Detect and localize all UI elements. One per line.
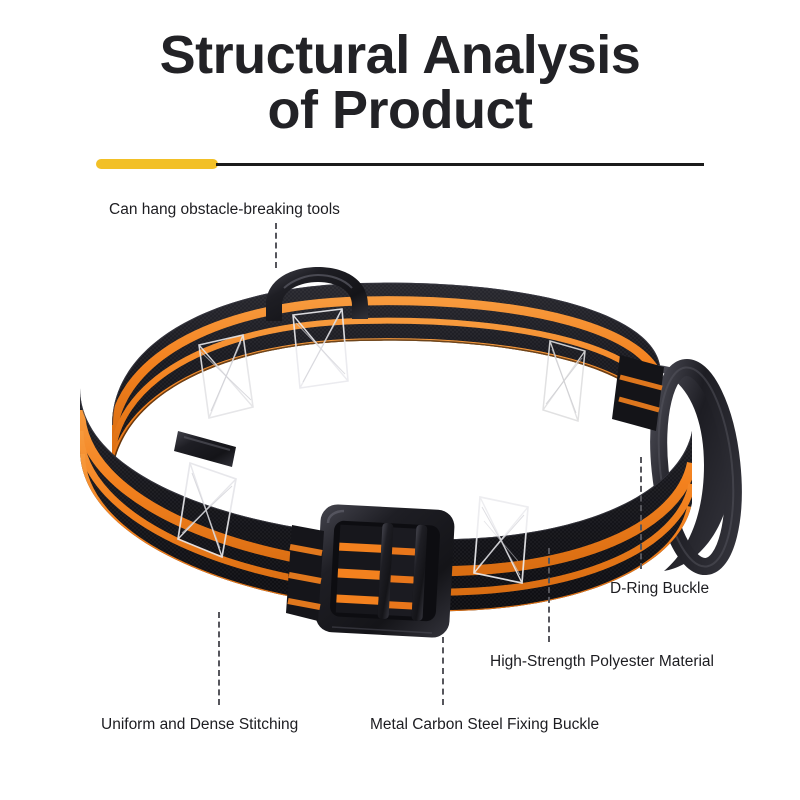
stitch-box-upper-mid xyxy=(292,308,349,389)
page-title: Structural Analysis of Product xyxy=(159,25,641,141)
slider-keeper xyxy=(174,431,236,467)
leader-line-polyester xyxy=(548,548,550,642)
hang-loop xyxy=(266,267,368,321)
callout-label-polyester: High-Strength Polyester Material xyxy=(490,653,714,670)
leader-line-stitching xyxy=(218,612,220,705)
leader-line-hang-tools xyxy=(275,223,277,268)
callout-label-d-ring: D-Ring Buckle xyxy=(610,580,710,597)
leader-line-d-ring xyxy=(640,457,642,569)
callout-label-stitching: Uniform and Dense Stitching xyxy=(101,716,299,733)
header: Structural Analysis of Product xyxy=(0,25,800,141)
leader-line-fixing-buckle xyxy=(442,637,444,705)
stitch-box-upper-right xyxy=(542,340,586,422)
stitch-box-lower-left xyxy=(177,461,237,559)
product-illustration xyxy=(60,235,760,665)
d-ring xyxy=(612,355,742,576)
belt-upper-band xyxy=(112,267,660,484)
divider-rule-line xyxy=(216,162,704,166)
metal-buckle xyxy=(315,504,455,638)
callout-label-hang-tools: Can hang obstacle-breaking tools xyxy=(109,201,340,218)
stitch-box-lower-right xyxy=(473,495,529,585)
belt-tail xyxy=(286,525,324,621)
divider-accent-bar xyxy=(96,159,218,169)
callout-label-fixing-buckle: Metal Carbon Steel Fixing Buckle xyxy=(370,716,600,733)
title-divider xyxy=(96,159,704,169)
stitch-box-upper-left xyxy=(198,334,254,419)
